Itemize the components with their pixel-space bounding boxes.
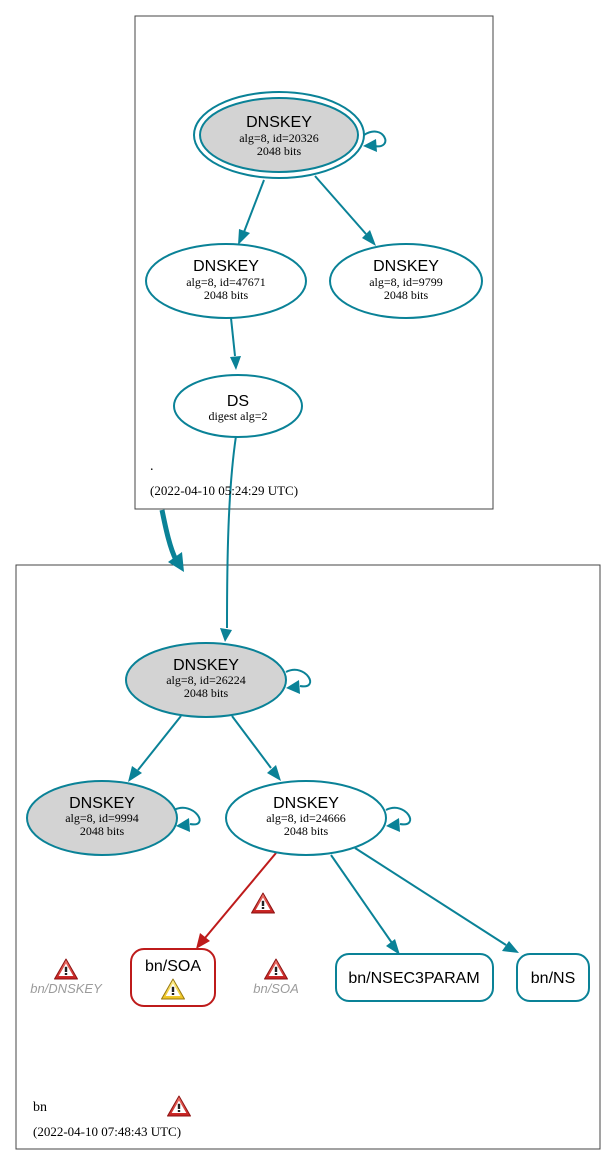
node-size: 2048 bits bbox=[257, 144, 302, 158]
node-title: DS bbox=[227, 393, 249, 410]
rr-label: bn/NS bbox=[531, 970, 575, 987]
node-size: 2048 bits bbox=[184, 686, 229, 700]
node-detail: alg=8, id=9994 bbox=[65, 811, 139, 825]
node-size: 2048 bits bbox=[284, 824, 329, 838]
error-triangle-icon bbox=[251, 892, 275, 914]
node-title: DNSKEY bbox=[193, 258, 259, 275]
root-zone-name: . bbox=[150, 459, 154, 474]
bn-ksk-26224-node[interactable]: DNSKEY alg=8, id=26224 2048 bits bbox=[125, 642, 287, 718]
node-title: DNSKEY bbox=[173, 657, 239, 674]
bn-dnskey-ghost-node[interactable]: bn/DNSKEY bbox=[30, 958, 103, 996]
root-ksk-node[interactable]: DNSKEY alg=8, id=20326 2048 bits bbox=[193, 91, 365, 179]
node-detail: alg=8, id=9799 bbox=[369, 275, 443, 289]
ghost-label: bn/DNSKEY bbox=[30, 981, 103, 996]
node-title: DNSKEY bbox=[69, 795, 135, 812]
node-title: DNSKEY bbox=[273, 795, 339, 812]
error-triangle-icon bbox=[167, 1095, 191, 1117]
node-size: 2048 bits bbox=[204, 288, 249, 302]
error-triangle-icon bbox=[54, 958, 78, 980]
node-detail: alg=8, id=24666 bbox=[266, 811, 346, 825]
node-detail: alg=8, id=26224 bbox=[166, 673, 246, 687]
bn-zone-name: bn bbox=[33, 1100, 47, 1115]
root-zone-timestamp: (2022-04-10 05:24:29 UTC) bbox=[150, 483, 298, 498]
node-detail: alg=8, id=20326 bbox=[239, 131, 319, 145]
bn-zone-timestamp: (2022-04-10 07:48:43 UTC) bbox=[33, 1124, 181, 1139]
root-zsk-9799-node[interactable]: DNSKEY alg=8, id=9799 2048 bits bbox=[329, 243, 483, 319]
bn-soa-node[interactable]: bn/SOA bbox=[130, 948, 216, 1007]
bn-zsk-24666-node[interactable]: DNSKEY alg=8, id=24666 2048 bits bbox=[225, 780, 387, 856]
rr-label: bn/SOA bbox=[145, 958, 201, 975]
delegation-arrow bbox=[159, 509, 184, 572]
bn-nsec3param-node[interactable]: bn/NSEC3PARAM bbox=[335, 953, 494, 1002]
bn-ns-node[interactable]: bn/NS bbox=[516, 953, 590, 1002]
node-title: DNSKEY bbox=[246, 114, 312, 131]
rr-label: bn/NSEC3PARAM bbox=[348, 970, 479, 987]
bn-zone-box bbox=[15, 564, 601, 1150]
node-detail: digest alg=2 bbox=[208, 409, 267, 423]
ghost-label: bn/SOA bbox=[253, 981, 299, 996]
root-edges bbox=[220, 130, 387, 642]
bn-dnskey-9994-node[interactable]: DNSKEY alg=8, id=9994 2048 bits bbox=[26, 780, 178, 856]
root-ds-node[interactable]: DS digest alg=2 bbox=[173, 374, 303, 438]
error-triangle-icon bbox=[264, 958, 288, 980]
root-zone-box bbox=[134, 15, 494, 510]
node-size: 2048 bits bbox=[384, 288, 429, 302]
node-title: DNSKEY bbox=[373, 258, 439, 275]
root-zsk-47671-node[interactable]: DNSKEY alg=8, id=47671 2048 bits bbox=[145, 243, 307, 319]
node-size: 2048 bits bbox=[80, 824, 125, 838]
bn-edges bbox=[128, 668, 519, 955]
bn-soa-ghost-node[interactable]: bn/SOA bbox=[253, 958, 299, 996]
node-detail: alg=8, id=47671 bbox=[186, 275, 266, 289]
